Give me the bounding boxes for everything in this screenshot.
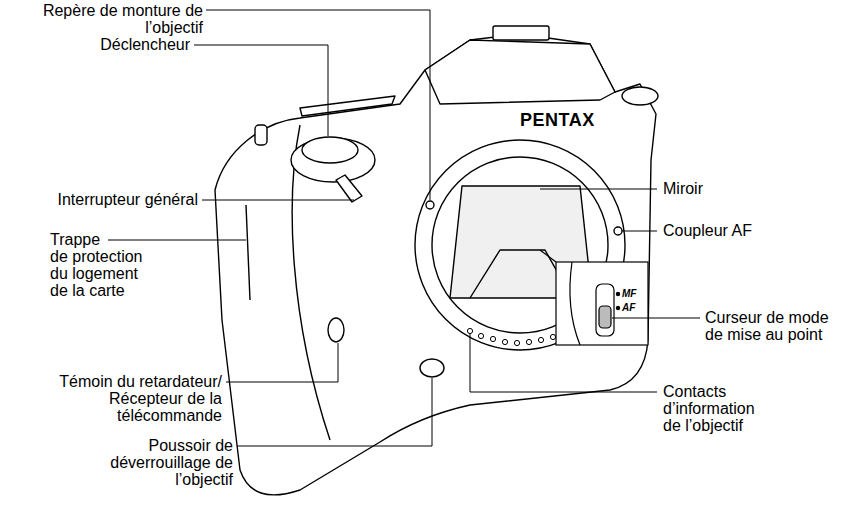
contact-dot	[490, 336, 495, 341]
label-line: Récepteur de la	[59, 390, 222, 407]
label-line: MF	[622, 288, 636, 300]
switch-marking: AF	[622, 302, 635, 314]
camera-body	[215, 34, 656, 495]
label-line: Contacts	[663, 383, 755, 400]
leader-line	[226, 343, 338, 382]
leader-line	[612, 318, 700, 319]
brand-logo: PENTAX	[520, 110, 595, 130]
contact-dot	[502, 339, 507, 344]
label-line: télécommande	[59, 407, 222, 424]
prism-housing	[425, 40, 615, 104]
label-line: Déclencheur	[100, 36, 190, 53]
switch-knob	[599, 306, 611, 328]
leader-line	[194, 45, 328, 136]
contact-dot	[538, 337, 543, 342]
label-line: Trappe	[50, 231, 143, 248]
label-line: du logement	[50, 265, 143, 282]
part-label: Contacts d’information de l’objectif	[663, 383, 755, 434]
label-line: Miroir	[663, 180, 703, 197]
shutter-button	[302, 137, 358, 163]
label-line: de mise au point	[705, 326, 829, 343]
label-line: l’objectif	[43, 19, 203, 36]
mount-mark	[426, 201, 434, 209]
part-label: Témoin du retardateur/ Récepteur de la t…	[59, 373, 222, 424]
label-line: AF	[622, 302, 635, 314]
label-line: Interrupteur général	[57, 191, 198, 208]
power-switch	[291, 138, 375, 182]
label-line: Poussoir de	[110, 437, 233, 454]
label-line: Curseur de mode	[705, 309, 829, 326]
label-line: de protection	[50, 248, 143, 265]
leader-line	[237, 378, 432, 446]
focus-switch-inset	[540, 250, 648, 345]
contact-dot	[467, 328, 472, 333]
contact-dot	[550, 334, 555, 339]
contact-dot	[514, 340, 519, 345]
label-line: de l’objectif	[663, 417, 755, 434]
switch-marking: MF	[622, 288, 636, 300]
leader-line	[470, 334, 657, 392]
leader-line	[206, 10, 430, 200]
leader-line	[622, 231, 657, 232]
leader-line	[202, 200, 354, 201]
card-door	[246, 205, 250, 300]
strap-lug	[255, 125, 267, 145]
switch-dot	[616, 306, 619, 309]
switch-dot	[616, 292, 619, 295]
label-line: Repère de monture de	[43, 2, 203, 19]
switch-slot	[596, 284, 614, 336]
hot-shoe	[493, 26, 549, 40]
contact-dot	[526, 339, 531, 344]
part-label: Interrupteur général	[57, 191, 198, 208]
mode-dial	[622, 87, 658, 105]
part-label: Déclencheur	[100, 36, 190, 53]
inset-frame	[556, 262, 648, 345]
top-window	[300, 96, 395, 116]
inset-body-edge	[570, 262, 580, 345]
part-label: Coupleur AF	[663, 222, 752, 239]
label-line: PENTAX	[520, 110, 595, 130]
self-timer-lamp	[328, 318, 344, 342]
part-label: Curseur de mode de mise au point	[705, 309, 829, 343]
part-label: Trappe de protection du logement de la c…	[50, 231, 143, 299]
leader-line	[540, 189, 657, 190]
part-label: Repère de monture de l’objectif	[43, 2, 203, 36]
part-label: Miroir	[663, 180, 703, 197]
label-line: l’objectif	[110, 471, 233, 488]
label-line: d’information	[663, 400, 755, 417]
label-line: de la carte	[50, 282, 143, 299]
contact-dots	[467, 328, 555, 345]
contact-dot	[478, 333, 483, 338]
label-line: Témoin du retardateur/	[59, 373, 222, 390]
power-lever	[336, 175, 362, 202]
lens-release	[420, 359, 444, 377]
af-coupler	[614, 227, 622, 235]
leader-line	[108, 240, 246, 241]
inset-pointer	[540, 250, 556, 262]
label-line: déverrouillage de	[110, 454, 233, 471]
label-line: Coupleur AF	[663, 222, 752, 239]
part-label: Poussoir de déverrouillage de l’objectif	[110, 437, 233, 488]
